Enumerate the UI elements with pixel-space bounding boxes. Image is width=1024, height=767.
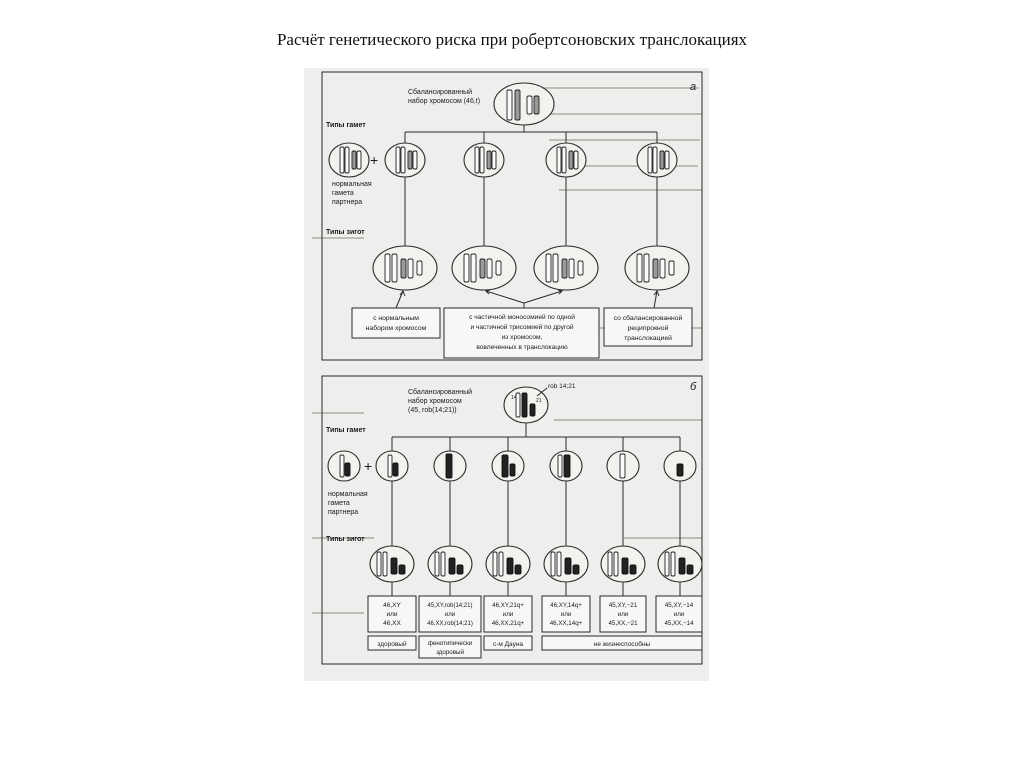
karyotype-4-line-1: 46,XY,14q+ [550, 602, 582, 609]
karyotype-2-line-3: 46,XX,rob(14;21) [427, 621, 473, 627]
gamete-types-label-b: Типы гамет [326, 427, 366, 434]
outcome-pheno-line-2: здоровый [436, 649, 464, 656]
balanced-chromosomes-b [515, 392, 536, 418]
gamete-types-label-a: Типы гамет [326, 122, 366, 129]
karyotype-box-4 [541, 595, 591, 633]
zygote-types-label-a: Типы зигот [326, 229, 365, 236]
panel-b-frame [321, 375, 703, 665]
karyotype-5-line-1: 45,XY,−21 [609, 602, 638, 609]
karyotype-6-line-2: или [674, 611, 685, 618]
panel-b: б 14 21 rob 14;21 Сбалансированный набор… [321, 375, 703, 665]
karyotype-3-line-1: 46,XY,21q+ [492, 602, 524, 609]
outcome-box-unbalanced-line-1: с частичной моносомией по одной [469, 313, 575, 321]
outcome-box-unbalanced-line-3: из хромосом, [502, 334, 543, 341]
chromosome-21-label: 21 [536, 398, 542, 404]
karyotype-4-line-3: 46,XX,14q+ [550, 620, 583, 627]
outcome-box-balanced-line-1: со сбалансированной [614, 314, 683, 322]
panel-a-letter: а [690, 81, 696, 93]
partner-label-a-3: партнера [332, 199, 362, 206]
karyotype-1-line-2: или [386, 611, 397, 618]
partner-label-b-1: нормальная [328, 491, 368, 498]
genetic-risk-diagram: а Сбалансированный набор хромосом (46,t)… [312, 71, 703, 665]
outcome-box-unbalanced [443, 307, 600, 359]
balanced-label-b-1: Сбалансированный [408, 388, 472, 396]
scanned-figure: а Сбалансированный набор хромосом (46,t)… [304, 68, 709, 681]
partner-label-a-1: нормальная [332, 181, 372, 188]
partner-label-b-2: гамета [328, 500, 350, 507]
slide-title: Расчёт генетического риска при робертсон… [276, 30, 748, 49]
gamete-b-4-chromosomes [557, 454, 571, 478]
balanced-chromosomes-a [506, 89, 540, 121]
karyotype-2-line-1: 45,XY,rob(14;21) [428, 603, 473, 609]
karyotype-box-5 [599, 595, 647, 633]
balanced-karyotype-ellipse-a [493, 82, 555, 126]
panel-a: а Сбалансированный набор хромосом (46,t)… [321, 71, 703, 361]
karyotype-4-line-2: или [561, 611, 572, 618]
gamete-b-6-chromosomes [676, 463, 684, 477]
partner-label-a-2: гамета [332, 190, 354, 197]
outcome-box-healthy [367, 635, 417, 651]
karyotype-1-line-3: 46,XX [383, 620, 401, 627]
outcome-box-pheno [418, 635, 482, 659]
outcome-box-unbalanced-line-4: вовлеченных в транслокацию [476, 344, 567, 351]
karyotype-box-1 [367, 595, 417, 633]
karyotype-5-line-2: или [618, 611, 629, 618]
karyotype-box-6 [655, 595, 703, 633]
outcome-box-nonviable [541, 635, 703, 651]
karyotype-6-line-1: 45,XY,−14 [665, 602, 694, 609]
karyotype-3-line-2: или [503, 611, 514, 618]
plus-sign-b: + [364, 458, 372, 474]
outcome-box-balanced-line-2: реципрокной [628, 324, 669, 332]
zygote-types-label-b: Типы зигот [326, 536, 365, 543]
panel-a-frame [321, 71, 703, 361]
balanced-label-a-2: набор хромосом (46,t) [408, 97, 480, 105]
balanced-label-b-2: набор хромосом [408, 397, 462, 405]
outcome-box-down [483, 635, 533, 651]
chromosome-14-label: 14 [511, 395, 517, 401]
karyotype-2-line-2: или [445, 612, 455, 618]
rob-label: rob 14;21 [548, 383, 576, 390]
karyotype-1-line-1: 46,XY [383, 602, 401, 609]
partner-label-b-3: партнера [328, 509, 358, 516]
karyotype-box-2 [418, 595, 482, 633]
balanced-label-a-1: Сбалансированный [408, 88, 472, 96]
outcome-box-normal [351, 307, 441, 339]
gamete-b-5-chromosomes [619, 453, 626, 479]
outcome-box-normal-line-1: с нормальным [373, 315, 419, 322]
outcome-healthy: здоровый [377, 640, 407, 648]
outcome-box-normal-line-2: набором хромосом [366, 324, 427, 332]
balanced-label-b-3: (45, rob(14;21)) [408, 407, 457, 414]
outcome-nonviable: не жизнеспособны [594, 640, 651, 648]
outcome-box-balanced-line-3: транслокацией [624, 334, 672, 342]
outcome-box-balanced [603, 307, 693, 347]
outcome-box-unbalanced-line-2: и частичной трисомией по другой [470, 323, 573, 331]
outcome-down: с-м Дауна [493, 641, 523, 648]
gamete-b-2-chromosomes [445, 453, 453, 479]
panel-b-letter: б [690, 381, 697, 393]
karyotype-3-line-3: 46,XX,21q+ [492, 620, 525, 627]
plus-sign-a: + [370, 152, 378, 168]
gamete-b-3-chromosomes [501, 454, 516, 478]
karyotype-box-3 [483, 595, 533, 633]
karyotype-5-line-3: 45,XX,−21 [608, 620, 638, 627]
karyotype-6-line-3: 45,XX,−14 [664, 620, 694, 627]
outcome-pheno-line-1: фенотипически [428, 640, 473, 647]
